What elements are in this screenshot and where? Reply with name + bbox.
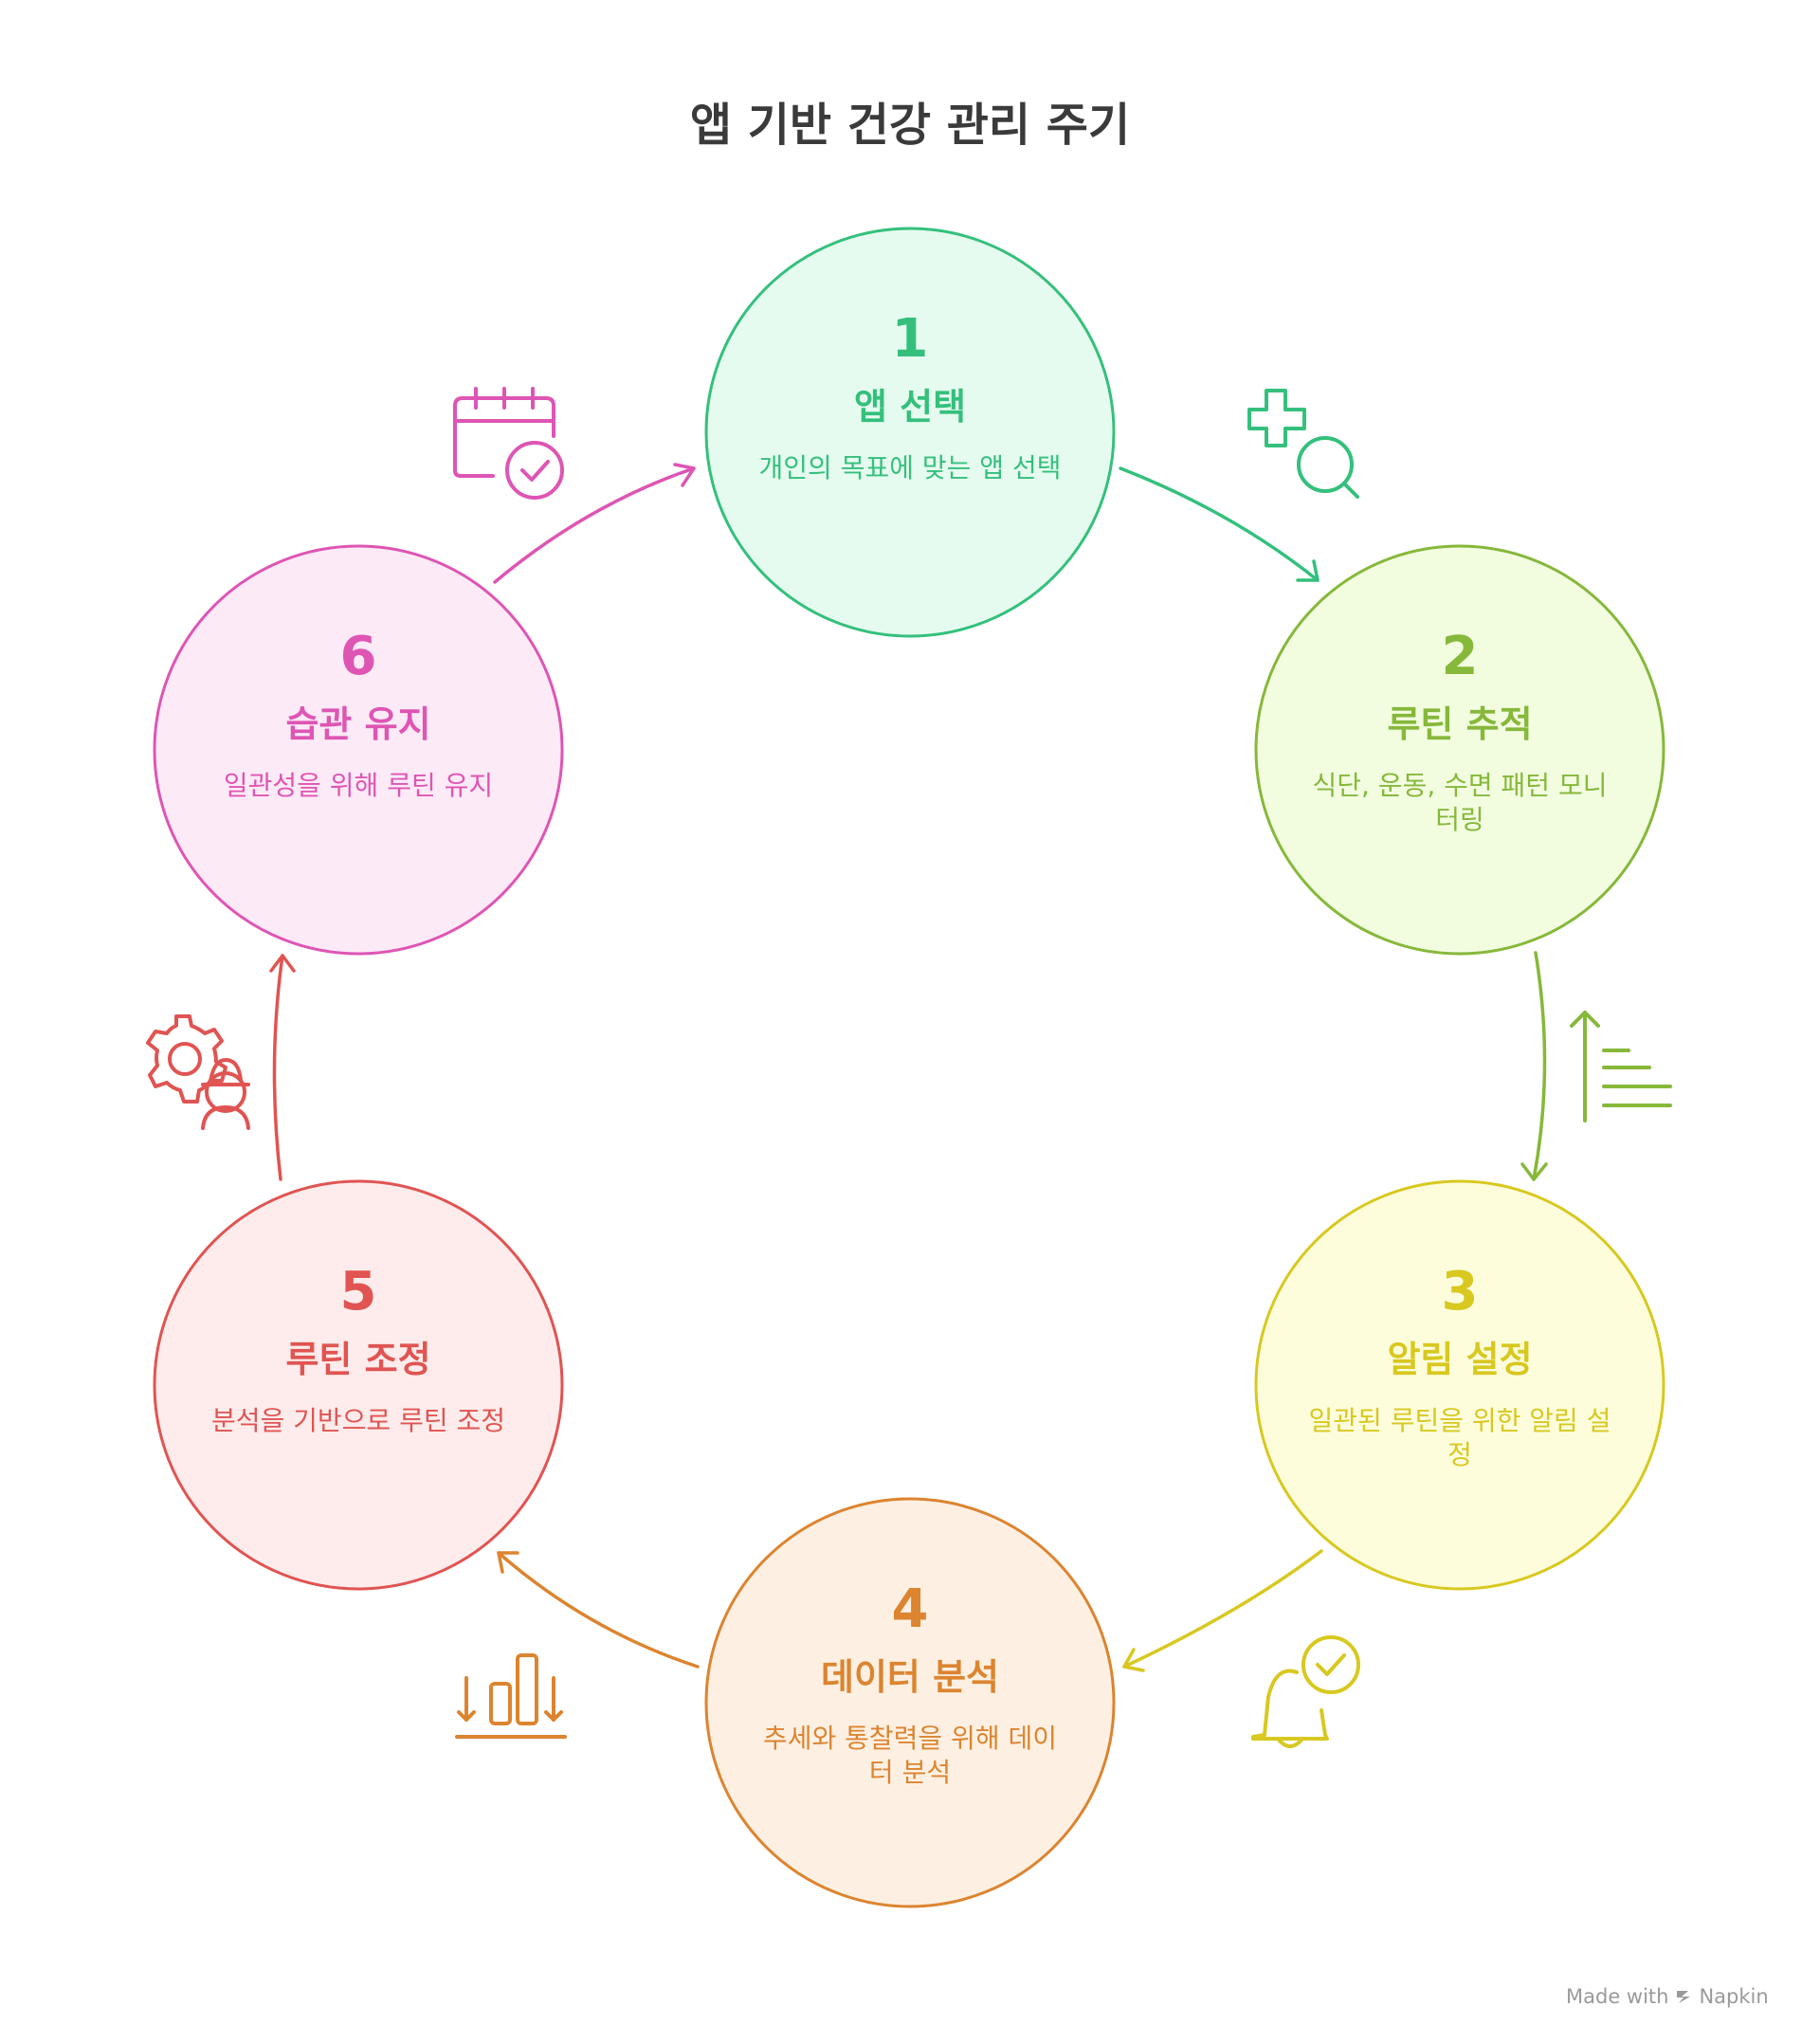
- step-title: 앱 선택: [853, 386, 967, 428]
- bell-check-icon: [1251, 1635, 1360, 1748]
- step-3: 3 알림 설정 일관된 루틴을 위한 알림 설정: [1261, 1186, 1659, 1584]
- medical-search-icon: [1247, 389, 1359, 499]
- step-description: 일관성을 위해 루틴 유지: [223, 770, 494, 801]
- arrow-4-to-5: [497, 1551, 700, 1669]
- step-description: 개인의 목표에 맞는 앱 선택: [758, 452, 1062, 483]
- step-circle-6: [153, 544, 564, 956]
- arrow-5-to-6: [269, 954, 296, 1181]
- step-title: 습관 유지: [285, 703, 431, 745]
- arrow-3-to-4: [1122, 1549, 1323, 1672]
- step-1: 1 앱 선택 개인의 목표에 맞는 앱 선택: [711, 233, 1109, 631]
- step-circle-5: [153, 1179, 564, 1591]
- step-4: 4 데이터 분석 추세와 통찰력을 위해 데이터 분석: [711, 1504, 1109, 1902]
- arrow-1-to-2: [1119, 466, 1320, 582]
- step-circle-1: [704, 227, 1116, 638]
- step-6: 6 습관 유지 일관성을 위해 루틴 유지: [159, 551, 557, 949]
- napkin-logo-icon: [1677, 1991, 1691, 2003]
- napkin-watermark[interactable]: Made with Napkin: [1566, 1985, 1769, 2008]
- gear-worker-icon: [146, 1014, 250, 1130]
- progress-lines-icon: [1570, 1011, 1672, 1122]
- step-circle-2: [1254, 544, 1665, 956]
- step-description: 식단, 운동, 수면 패턴 모니터링: [1312, 770, 1608, 835]
- step-number: 3: [1441, 1261, 1479, 1323]
- step-number: 2: [1441, 626, 1479, 687]
- bar-chart-icon: [455, 1653, 567, 1739]
- step-circle-4: [704, 1497, 1116, 1908]
- step-2: 2 루틴 추적 식단, 운동, 수면 패턴 모니터링: [1261, 551, 1659, 949]
- step-title: 데이터 분석: [820, 1656, 1000, 1698]
- step-description: 추세와 통찰력을 위해 데이터 분석: [762, 1723, 1058, 1788]
- step-description: 분석을 기반으로 루틴 조정: [210, 1405, 506, 1436]
- step-description: 일관된 루틴을 위한 알림 설정: [1308, 1405, 1611, 1470]
- step-circle-3: [1254, 1179, 1665, 1591]
- step-number: 4: [891, 1578, 929, 1640]
- arrow-6-to-1: [493, 463, 696, 584]
- step-title: 루틴 조정: [285, 1339, 431, 1380]
- step-title: 루틴 추적: [1387, 703, 1533, 745]
- watermark-prefix: Made with: [1566, 1985, 1669, 2008]
- step-title: 알림 설정: [1387, 1339, 1533, 1380]
- arrow-2-to-3: [1520, 951, 1548, 1181]
- page-title: 앱 기반 건강 관리 주기: [689, 99, 1131, 152]
- calendar-check-icon: [453, 387, 564, 500]
- step-5: 5 루틴 조정 분석을 기반으로 루틴 조정: [159, 1186, 557, 1584]
- watermark-brand: Napkin: [1699, 1985, 1769, 2008]
- step-number: 5: [339, 1261, 377, 1323]
- step-number: 1: [891, 308, 929, 370]
- step-number: 6: [339, 626, 377, 687]
